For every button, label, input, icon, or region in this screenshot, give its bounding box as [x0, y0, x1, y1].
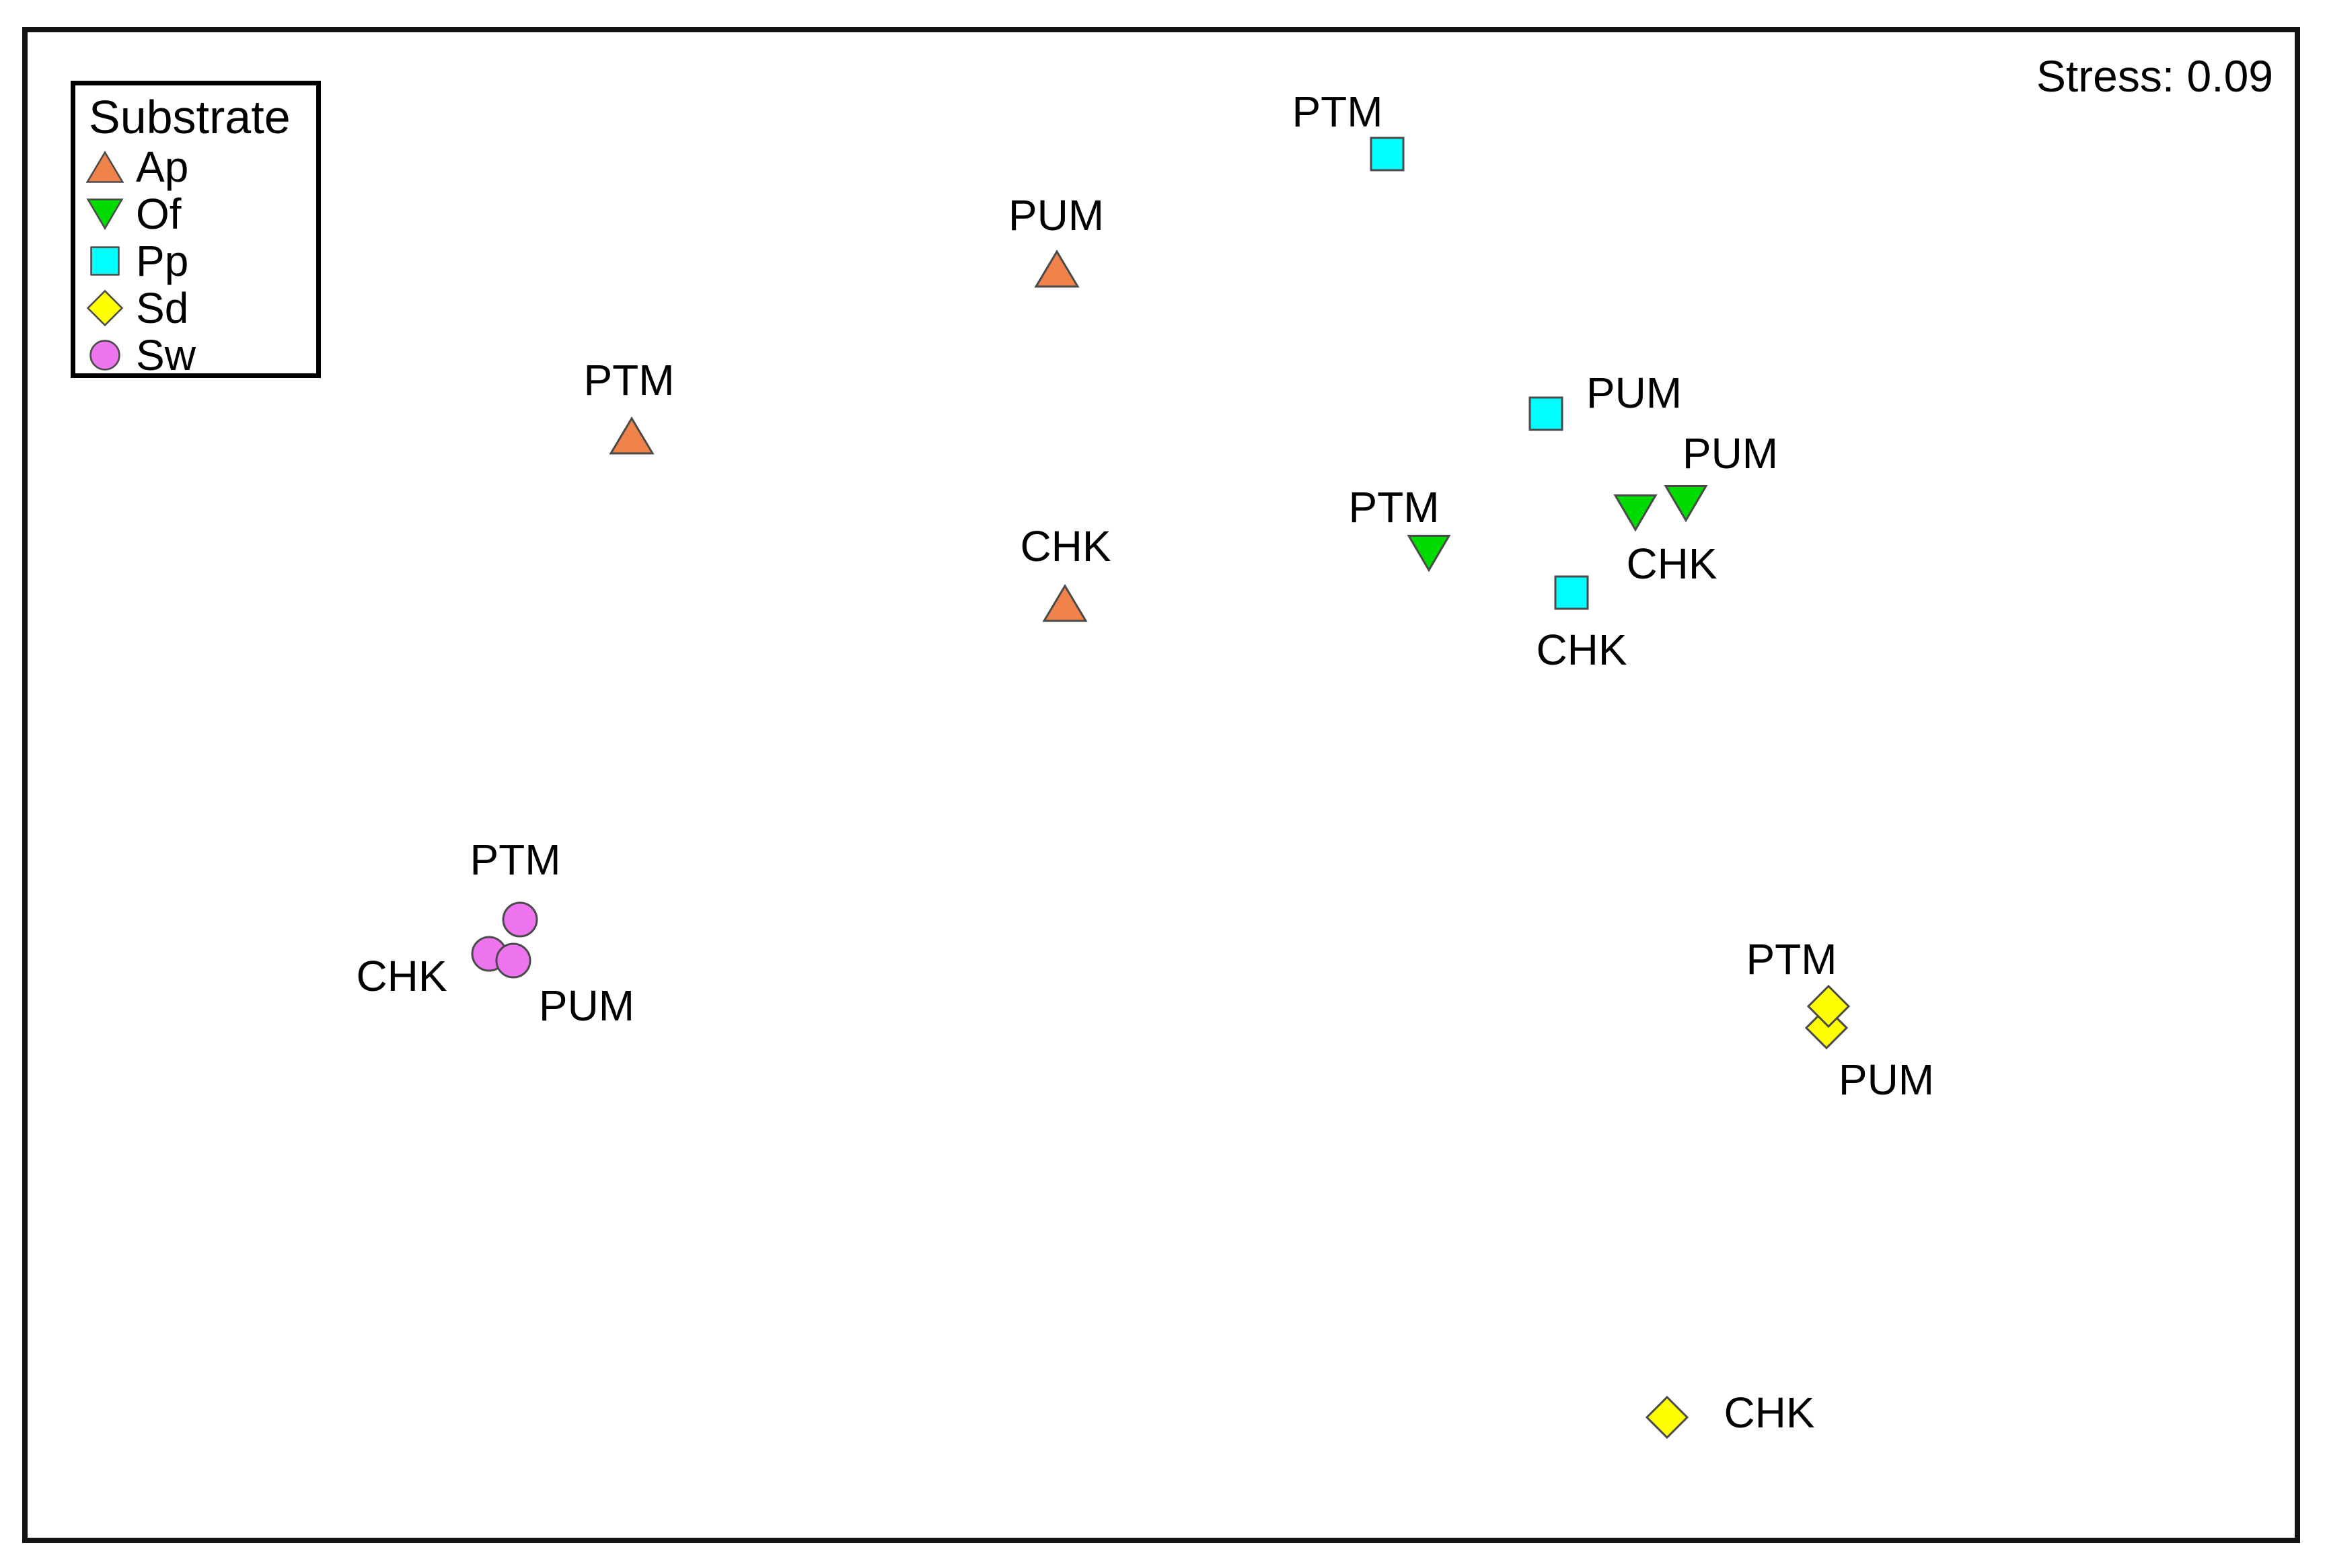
legend-label-sd: Sd: [136, 284, 189, 332]
legend-marker-sd: [81, 289, 129, 327]
label-of-pum: PUM: [1682, 429, 1779, 478]
triangle-up-icon: [609, 416, 655, 455]
marker-pp-chk: [1553, 574, 1590, 611]
marker-of-chk: [1613, 494, 1658, 532]
marker-of-ptm: [1407, 534, 1451, 572]
marker-sd-chk: [1645, 1395, 1689, 1440]
square-icon: [1554, 575, 1589, 610]
triangle-down-icon: [1407, 535, 1451, 572]
marker-sd-ptm: [1806, 984, 1851, 1029]
label-sw-pum: PUM: [538, 981, 635, 1030]
diamond-icon: [1806, 984, 1851, 1029]
marker-pp-pum: [1528, 396, 1564, 432]
legend-item-of: Of: [75, 190, 316, 237]
label-sd-ptm: PTM: [1746, 935, 1837, 983]
square-icon: [1528, 396, 1563, 431]
triangle-up-icon: [1042, 584, 1088, 622]
label-ap-ptm: PTM: [583, 356, 675, 404]
marker-sw-ptm: [501, 901, 539, 938]
legend-item-pp: Pp: [75, 237, 316, 285]
triangle-down-icon: [1664, 485, 1708, 523]
diamond-icon: [1645, 1395, 1689, 1440]
label-pp-pum: PUM: [1586, 369, 1683, 417]
circle-icon: [495, 942, 531, 979]
label-sd-pum: PUM: [1838, 1055, 1935, 1104]
label-sd-chk: CHK: [1724, 1388, 1815, 1437]
label-ap-pum: PUM: [1008, 191, 1105, 239]
legend-marker-sw: [81, 339, 129, 371]
legend-label-pp: Pp: [136, 237, 189, 285]
label-pp-ptm: PTM: [1292, 87, 1383, 136]
triangle-down-icon: [1613, 494, 1658, 532]
marker-ap-chk: [1042, 584, 1088, 623]
marker-ap-ptm: [609, 416, 655, 455]
legend-label-sw: Sw: [136, 331, 196, 378]
triangle-up-icon: [1034, 250, 1080, 288]
label-of-ptm: PTM: [1348, 483, 1440, 531]
legend-marker-pp: [81, 246, 129, 276]
label-sw-chk: CHK: [356, 952, 447, 1000]
legend-item-ap: Ap: [75, 143, 316, 190]
legend-label-ap: Ap: [136, 143, 189, 191]
legend-marker-ap: [81, 150, 129, 184]
legend-item-sd: Sd: [75, 285, 316, 332]
label-of-chk: CHK: [1626, 539, 1717, 588]
plot-frame: [22, 27, 2300, 1543]
marker-sw-pum: [494, 942, 532, 979]
diamond-icon: [86, 289, 124, 327]
legend-title: Substrate: [89, 91, 291, 143]
legend-marker-of: [81, 198, 129, 230]
circle-icon: [89, 340, 120, 371]
legend-label-of: Of: [136, 190, 182, 238]
square-icon: [90, 246, 120, 276]
stress-annotation: Stress: 0.09: [2036, 51, 2273, 101]
marker-ap-pum: [1034, 250, 1080, 289]
marker-pp-ptm: [1369, 136, 1405, 172]
marker-of-pum: [1664, 484, 1708, 523]
triangle-up-icon: [85, 150, 124, 183]
label-ap-chk: CHK: [1020, 522, 1111, 570]
square-icon: [1370, 137, 1405, 172]
label-pp-chk: CHK: [1536, 626, 1627, 674]
circle-icon: [502, 901, 538, 938]
label-sw-ptm: PTM: [470, 835, 561, 884]
legend-item-sw: Sw: [75, 331, 316, 378]
triangle-down-icon: [86, 198, 124, 230]
